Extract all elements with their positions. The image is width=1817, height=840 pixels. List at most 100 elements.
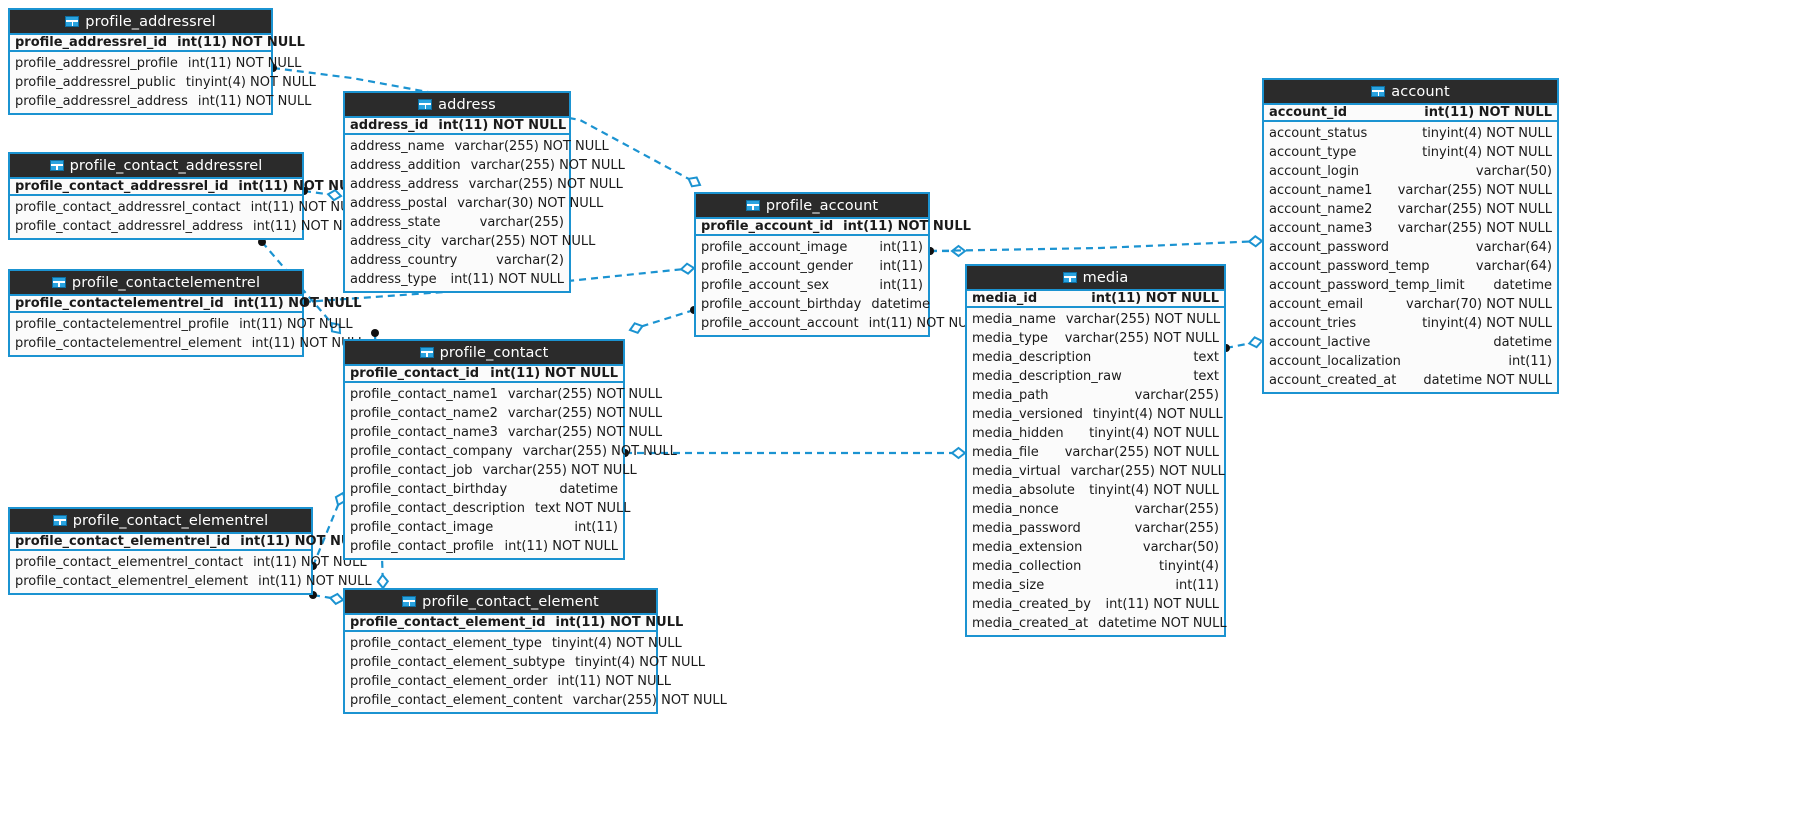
table-header-profile_contact_addressrel[interactable]: profile_contact_addressrel (10, 154, 302, 177)
table-header-address[interactable]: address (345, 93, 569, 116)
table-header-account[interactable]: account (1264, 80, 1557, 103)
relationship-endpoint-diamond (950, 244, 967, 258)
table-header-profile_contact_element[interactable]: profile_contact_element (345, 590, 656, 613)
field-name: address_id (350, 118, 429, 133)
table-header-profile_contact[interactable]: profile_contact (345, 341, 623, 364)
table-header-profile_contactelementrel[interactable]: profile_contactelementrel (10, 271, 302, 294)
table-header-media[interactable]: media (967, 266, 1224, 289)
table-icon (49, 160, 64, 171)
table-header-profile_contact_elementrel[interactable]: profile_contact_elementrel (10, 509, 311, 532)
field-type: varchar(255) (479, 215, 564, 230)
table-header-profile_account[interactable]: profile_account (696, 194, 928, 217)
table-header-profile_addressrel[interactable]: profile_addressrel (10, 10, 271, 33)
